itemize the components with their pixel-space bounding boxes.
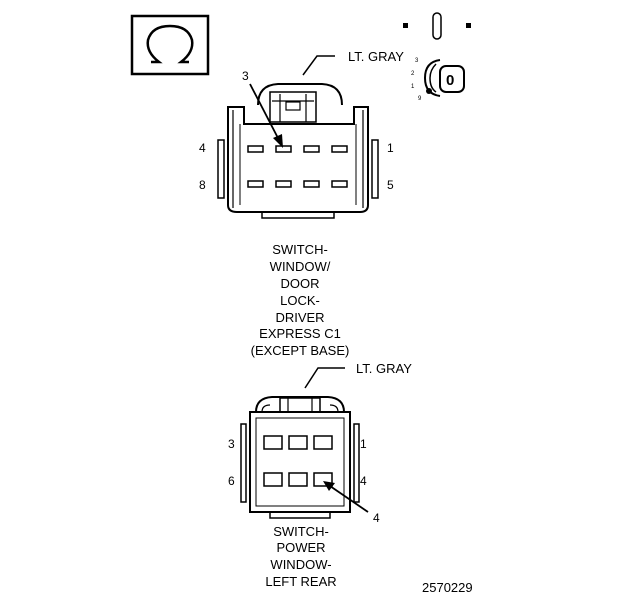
bottom-cavity xyxy=(313,435,333,450)
top-caption-7: (EXCEPT BASE) xyxy=(251,343,350,358)
top-color-label: LT. GRAY xyxy=(348,49,404,64)
top-pin-5: 5 xyxy=(387,178,394,192)
top-caption-3: DOOR xyxy=(281,276,320,291)
top-cavity xyxy=(247,180,264,188)
top-caption-4: LOCK- xyxy=(280,293,320,308)
ignition-switch-icon xyxy=(403,12,471,40)
bottom-caption-1: SWITCH- xyxy=(273,524,329,539)
bottom-cavity xyxy=(288,472,308,487)
top-cavity xyxy=(303,180,320,188)
bottom-callout-number: 4 xyxy=(373,511,380,525)
top-cavity xyxy=(303,145,320,153)
connector-top: LT. GRAY 3 4 1 8 xyxy=(199,49,404,358)
connector-bottom: LT. GRAY 4 3 1 6 4 SWITCH- POWE xyxy=(228,361,412,589)
bottom-cavity xyxy=(263,435,283,450)
figure-id: 2570229 xyxy=(422,580,473,595)
top-pin-4: 4 xyxy=(199,141,206,155)
key-mark-3: 3 xyxy=(415,58,419,64)
bottom-caption-3: WINDOW- xyxy=(270,557,331,572)
bottom-pin-1: 1 xyxy=(360,437,367,451)
bottom-pin-4: 4 xyxy=(360,474,367,488)
top-cavity xyxy=(331,145,348,153)
key-letter: 0 xyxy=(446,72,454,89)
bottom-pin-3: 3 xyxy=(228,437,235,451)
ignition-key-icon: 0 3 2 1 9 xyxy=(411,58,465,102)
top-caption-6: EXPRESS C1 xyxy=(259,326,341,341)
bottom-cavity xyxy=(288,435,308,450)
top-caption-1: SWITCH- xyxy=(272,242,328,257)
top-callout-number: 3 xyxy=(242,69,249,83)
bottom-caption-4: LEFT REAR xyxy=(265,574,336,589)
bottom-color-label: LT. GRAY xyxy=(356,361,412,376)
top-cavity xyxy=(275,180,292,188)
bottom-cavity xyxy=(313,472,333,487)
top-caption-5: DRIVER xyxy=(275,310,324,325)
top-pin-8: 8 xyxy=(199,178,206,192)
top-cavity xyxy=(275,145,292,153)
bottom-pin-6: 6 xyxy=(228,474,235,488)
top-pin-1: 1 xyxy=(387,141,394,155)
key-mark-1: 1 xyxy=(411,84,415,90)
key-mark-2: 2 xyxy=(411,71,415,77)
ohm-icon xyxy=(130,14,210,76)
bottom-caption-2: POWER xyxy=(276,540,325,555)
top-cavity xyxy=(331,180,348,188)
bottom-cavity xyxy=(263,472,283,487)
top-cavity xyxy=(247,145,264,153)
key-mark-9: 9 xyxy=(418,96,422,102)
top-caption-2: WINDOW/ xyxy=(270,259,331,274)
